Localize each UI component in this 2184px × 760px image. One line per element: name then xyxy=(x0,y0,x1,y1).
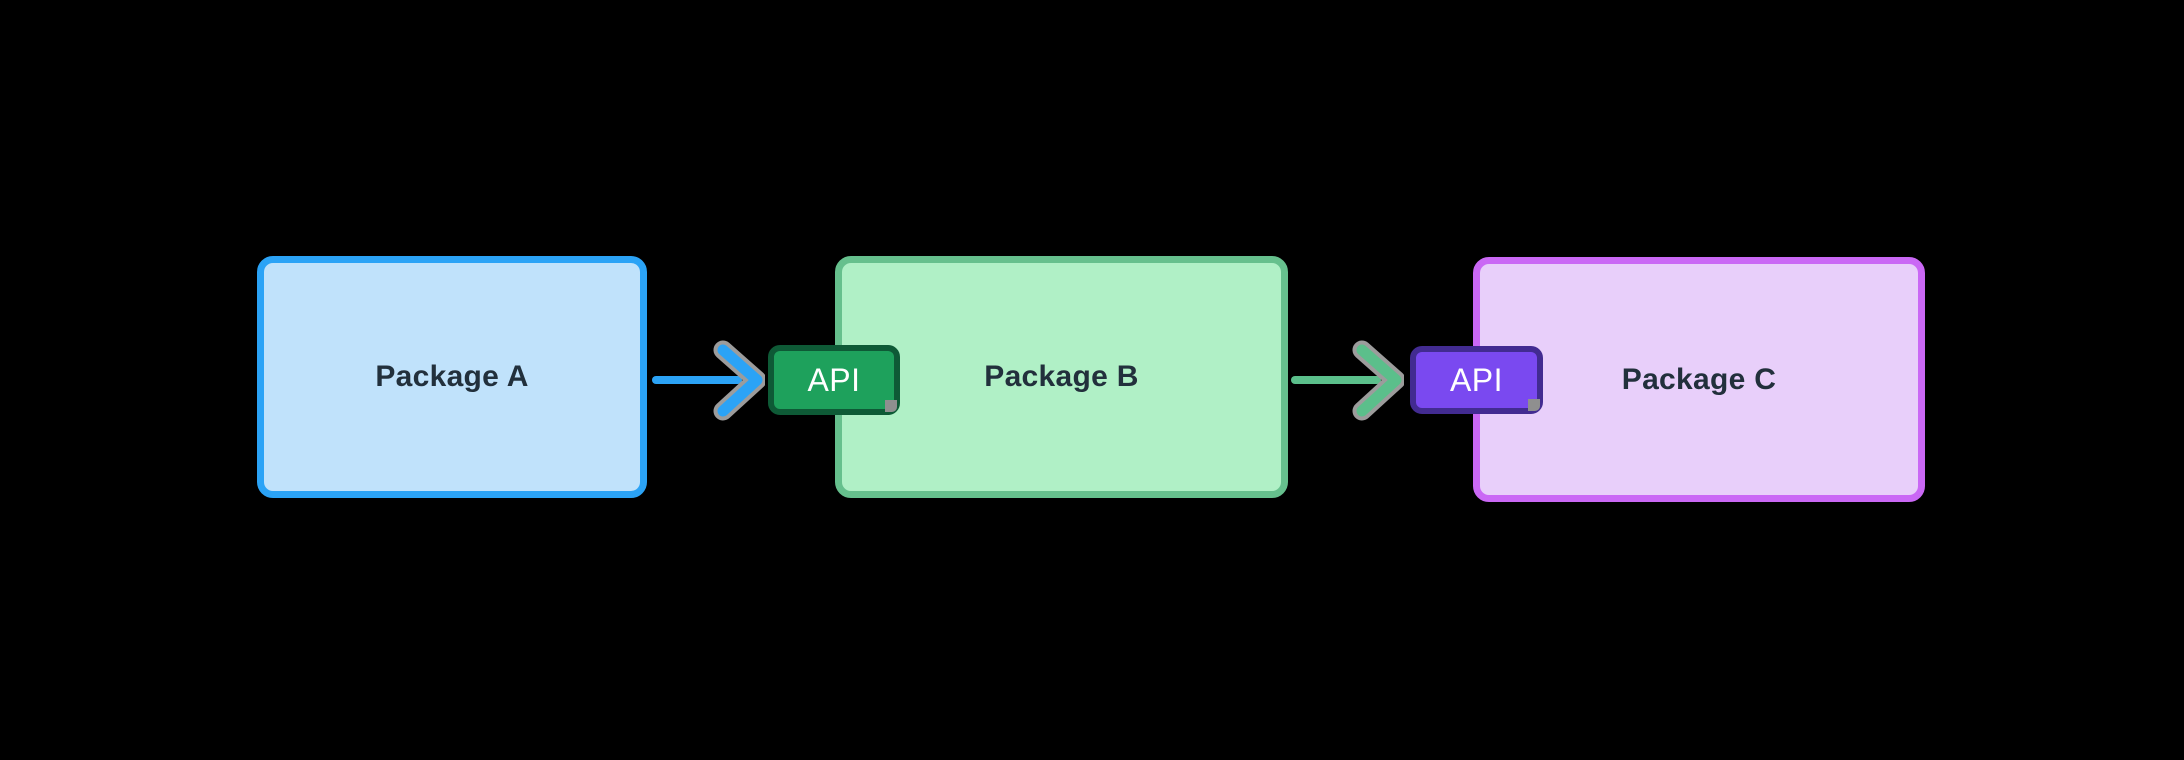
package-c-box: Package C xyxy=(1473,257,1925,502)
arrow-right-icon-b-to-c xyxy=(1291,340,1404,421)
package-c-label: Package C xyxy=(1621,362,1777,396)
api-badge-package-c: API xyxy=(1410,346,1543,414)
arrow-head xyxy=(1356,344,1402,417)
api-badge-label: API xyxy=(1449,361,1504,398)
arrow-head xyxy=(717,344,763,417)
package-a-label: Package A xyxy=(375,360,529,393)
api-badge-label: API xyxy=(807,361,861,398)
arrow-right-icon-a-to-b xyxy=(652,340,765,421)
package-b-box: Package B xyxy=(835,256,1288,498)
package-b-label: Package B xyxy=(984,360,1139,393)
package-a-box: Package A xyxy=(257,256,647,498)
api-badge-package-b: API xyxy=(768,345,900,415)
